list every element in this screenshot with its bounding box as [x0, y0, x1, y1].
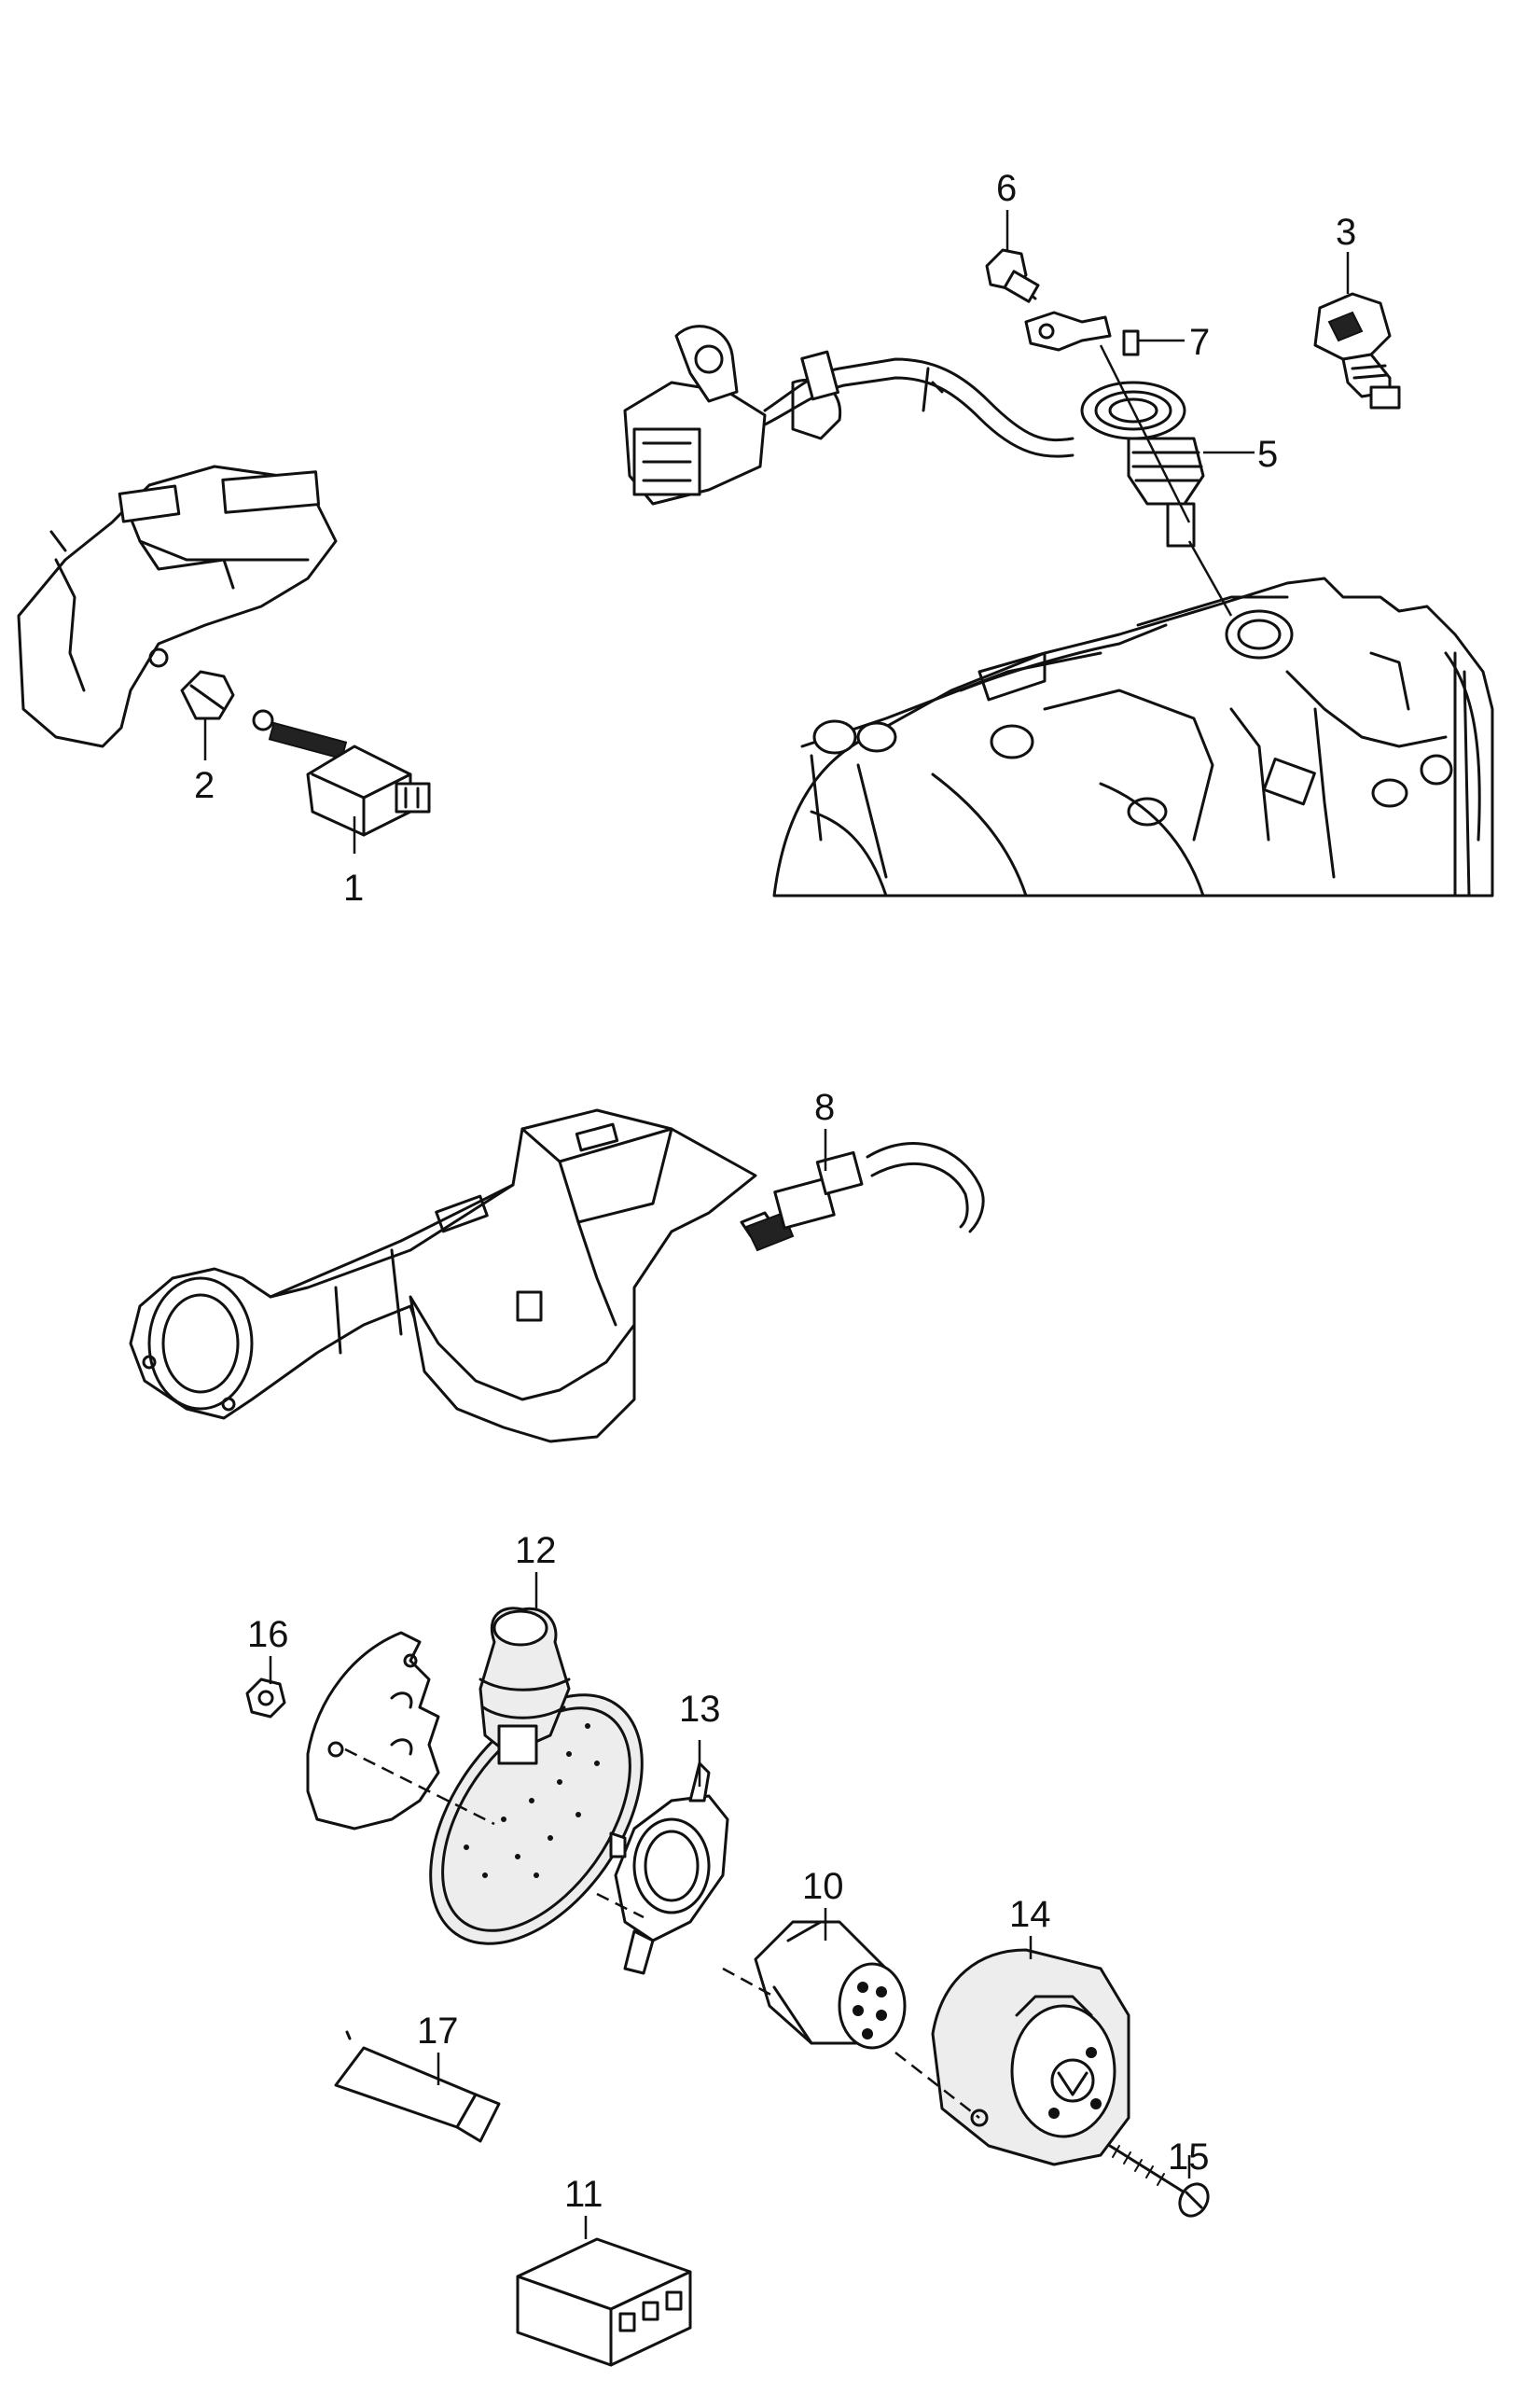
brake-light-switch: [252, 709, 431, 837]
hex-nut: [245, 1677, 286, 1719]
callout-2: 2: [194, 765, 215, 806]
callout-10: 10: [802, 1866, 844, 1907]
screw: [1108, 2144, 1210, 2218]
leader-lines: [203, 210, 1350, 2239]
hex-bolt: [985, 248, 1040, 303]
pedal-bracket: [17, 465, 338, 748]
gearbox-housing: [772, 577, 1494, 898]
callout-3: 3: [1336, 212, 1356, 253]
note-sheet: [334, 2030, 501, 2143]
connector-cover: [931, 1948, 1130, 2166]
temperature-sensor: [1313, 292, 1401, 410]
wiring-harness: [623, 325, 1075, 506]
callout-17: 17: [417, 2011, 459, 2052]
callout-5: 5: [1257, 434, 1278, 475]
callout-14: 14: [1009, 1894, 1051, 1935]
callout-16: 16: [247, 1614, 289, 1655]
callout-6: 6: [996, 168, 1017, 209]
callout-labels: 1 2 3 5 6 7 8 10 11 12 13 14 15 16 17: [194, 168, 1356, 2215]
callout-1: 1: [343, 868, 364, 909]
cable-sleeve: [478, 1607, 571, 1765]
callout-11: 11: [564, 2174, 603, 2215]
relay-box: [516, 2237, 692, 2367]
callout-15: 15: [1168, 2137, 1210, 2178]
mounting-plate: [306, 1631, 440, 1830]
seal-gasket: [429, 1693, 644, 1945]
contact-carrier: [754, 1920, 907, 2050]
callout-13: 13: [679, 1689, 721, 1730]
locking-ring: [609, 1761, 729, 1975]
body-cross-member: [129, 1108, 757, 1443]
callout-7: 7: [1189, 322, 1210, 363]
callout-8: 8: [814, 1087, 835, 1128]
pressure-switch: [740, 1142, 985, 1252]
retaining-bracket: [1024, 311, 1140, 356]
callout-12: 12: [515, 1530, 557, 1571]
gear-sensor-grommet: [1080, 381, 1205, 548]
retaining-clip: [180, 670, 235, 720]
